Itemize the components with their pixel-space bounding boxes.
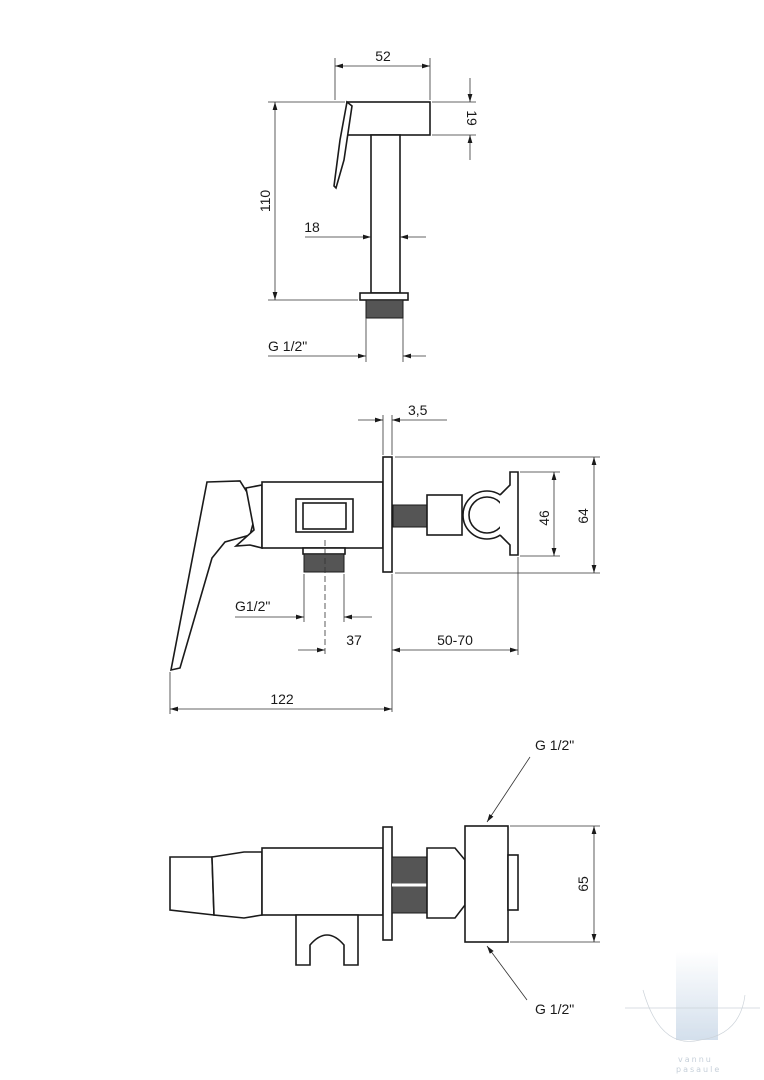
dim-total-length: 122 <box>270 691 294 707</box>
dim-total-height: 110 <box>257 190 273 213</box>
dim-outlet-offset: 37 <box>346 632 362 648</box>
dim-wall-depth: 50-70 <box>437 632 473 648</box>
dim-plate-thickness: 3,5 <box>408 402 428 418</box>
watermark-text-1: vannu <box>678 1055 713 1064</box>
top-view-hand-shower: 52 19 110 18 G 1/2" <box>257 48 480 362</box>
dim-body-height: 65 <box>575 876 591 892</box>
label-inlet-top: G 1/2" <box>535 737 574 753</box>
dim-head-width: 52 <box>375 48 391 64</box>
side-view-mixer: 3,5 64 46 G1/2" 37 50-70 122 <box>169 402 600 714</box>
dim-plate-height: 64 <box>575 508 591 524</box>
dim-head-height: 19 <box>464 110 480 126</box>
dim-outlet-thread: G1/2" <box>235 598 270 614</box>
dim-thread: G 1/2" <box>268 338 307 354</box>
dim-holder-height: 46 <box>536 510 552 526</box>
watermark-text-2: pasaule <box>676 1065 721 1074</box>
dim-stem-width: 18 <box>304 219 320 235</box>
bottom-view: 65 G 1/2" G 1/2" <box>169 737 600 1017</box>
watermark-logo: vannu pasaule <box>625 952 760 1074</box>
label-inlet-bottom: G 1/2" <box>535 1001 574 1017</box>
